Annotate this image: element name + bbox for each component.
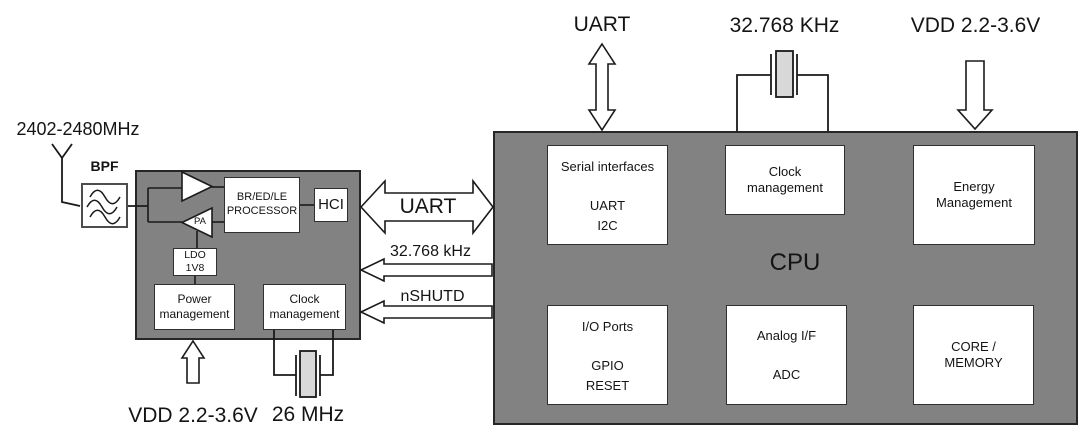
cpu-serial-interfaces-box: Serial interfaces UART I2C [547, 145, 668, 245]
uart-link-label: UART [399, 195, 457, 218]
bpf-label: BPF [90, 158, 119, 174]
cpu-io-ports-box: I/O Ports GPIO RESET [547, 305, 668, 405]
cpu-uart-label: UART [573, 13, 631, 36]
crystal-32khz-icon [736, 50, 829, 131]
cpu-energy-management-box: Energy Management [913, 145, 1035, 245]
cpu-core-memory-box: CORE / MEMORY [913, 305, 1034, 405]
br-ed-le-processor-box: BR/ED/LE PROCESSOR [224, 177, 300, 233]
antenna-frequency-label: 2402-2480MHz [16, 119, 140, 139]
vdd-down-arrow [956, 60, 994, 131]
cpu-vdd-label: VDD 2.2-3.6V [910, 14, 1041, 37]
uart-vertical-double-arrow [587, 42, 617, 132]
xtal-26mhz-label: 26 MHz [271, 403, 345, 426]
hci-box: HCI [314, 188, 348, 222]
antenna-icon [51, 143, 81, 207]
xtal-32khz-label: 32.768 KHz [729, 14, 840, 37]
module-power-management-box: Power management [154, 284, 235, 330]
clock-32khz-arrow [359, 257, 493, 283]
bpf-block [81, 183, 128, 228]
ldo-box: LDO 1V8 [173, 248, 217, 276]
nshutd-link-label: nSHUTD [400, 288, 465, 305]
cpu-title: CPU [769, 249, 821, 276]
vdd-up-arrow [180, 339, 206, 384]
cpu-clock-management-box: Clock management [725, 145, 845, 215]
crystal-26mhz-icon [273, 330, 334, 398]
cpu-analog-if-box: Analog I/F ADC [726, 305, 847, 405]
pa-label: PA [194, 216, 206, 227]
clock-32khz-link-label: 32.768 kHz [390, 243, 471, 260]
module-vdd-label: VDD 2.2-3.6V [128, 404, 258, 427]
module-clock-management-box: Clock management [263, 284, 346, 330]
